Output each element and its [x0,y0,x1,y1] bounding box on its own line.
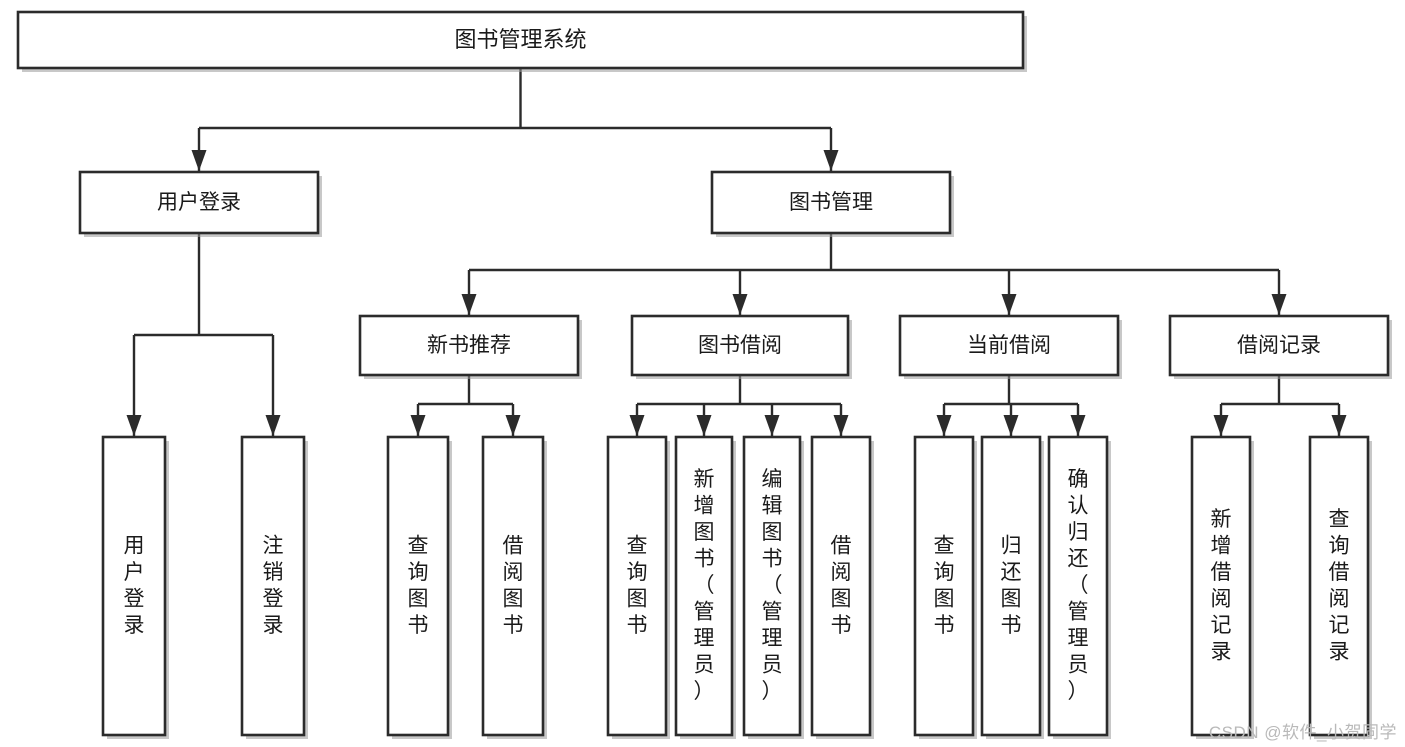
arrowhead-to-new-book-recommend [461,294,477,315]
arrowhead-to-borrow-record [1271,294,1287,315]
node-book-manage[interactable]: 图书管理 [710,170,954,237]
arrowhead-to-user-login [191,150,207,171]
node-leaf-add-borrow-record[interactable]: 新增借阅记录 [1190,435,1254,739]
node-label-user-login: 用户登录 [157,191,241,214]
node-label-leaf-return-book: 归还图书 [1001,534,1022,637]
node-box-book-borrow[interactable] [630,314,850,377]
node-label-leaf-borrow-book-recommend: 借阅图书 [503,534,524,637]
node-box-current-borrow[interactable] [898,314,1120,377]
node-box-borrow-record[interactable] [1168,314,1390,377]
node-box-leaf-query-book-recommend[interactable] [386,435,450,737]
node-leaf-user-logout[interactable]: 注销登录 [240,435,308,739]
node-leaf-add-book[interactable]: 新增图书（管理员） [674,435,736,739]
node-box-leaf-borrow-book-recommend[interactable] [481,435,545,737]
arrowhead-to-leaf-add-borrow-record [1213,415,1229,436]
node-leaf-return-book[interactable]: 归还图书 [980,435,1044,739]
node-label-leaf-confirm-return: 确认归还（管理员） [1068,468,1089,703]
connector-layer [126,68,1347,436]
node-leaf-edit-book[interactable]: 编辑图书（管理员） [742,435,804,739]
node-label-leaf-query-book-current: 查询图书 [934,534,955,637]
arrowhead-to-leaf-user-login [126,415,142,436]
node-leaf-query-book-current[interactable]: 查询图书 [913,435,977,739]
node-leaf-query-book-borrow[interactable]: 查询图书 [606,435,670,739]
node-box-book-manage[interactable] [710,170,952,235]
node-label-borrow-record: 借阅记录 [1237,334,1321,357]
node-label-leaf-user-logout: 注销登录 [263,534,284,637]
node-box-user-login[interactable] [78,170,320,235]
arrowhead-to-leaf-return-book [1003,415,1019,436]
arrowhead-to-leaf-confirm-return [1070,415,1086,436]
node-leaf-query-borrow-record[interactable]: 查询借阅记录 [1308,435,1372,739]
node-label-leaf-borrow-book: 借阅图书 [831,534,852,637]
node-label-new-book-recommend: 新书推荐 [427,334,511,357]
node-box-leaf-query-borrow-record[interactable] [1308,435,1370,737]
arrowhead-to-book-manage [823,150,839,171]
arrowhead-to-book-borrow [732,294,748,315]
node-current-borrow[interactable]: 当前借阅 [898,314,1122,379]
node-box-leaf-query-book-current[interactable] [913,435,975,737]
arrowhead-to-leaf-query-book-recommend [410,415,426,436]
node-label-root: 图书管理系统 [454,27,586,52]
node-label-book-manage: 图书管理 [789,191,873,214]
arrowhead-to-leaf-query-book-borrow [629,415,645,436]
node-box-root[interactable] [16,10,1025,70]
arrowhead-to-leaf-edit-book [764,415,780,436]
node-box-leaf-add-borrow-record[interactable] [1190,435,1252,737]
arrowhead-to-leaf-user-logout [265,415,281,436]
node-box-leaf-add-book[interactable] [674,435,734,737]
node-box-new-book-recommend[interactable] [358,314,580,377]
node-label-leaf-query-book-borrow: 查询图书 [627,534,648,637]
node-root[interactable]: 图书管理系统 [16,10,1027,72]
node-leaf-query-book-recommend[interactable]: 查询图书 [386,435,452,739]
arrowhead-to-leaf-borrow-book-recommend [505,415,521,436]
node-box-leaf-return-book[interactable] [980,435,1042,737]
node-box-leaf-borrow-book[interactable] [810,435,872,737]
node-box-leaf-edit-book[interactable] [742,435,802,737]
node-label-leaf-user-login: 用户登录 [124,534,145,637]
node-label-book-borrow: 图书借阅 [698,334,782,357]
node-leaf-borrow-book-recommend[interactable]: 借阅图书 [481,435,547,739]
arrowhead-to-leaf-add-book [696,415,712,436]
node-borrow-record[interactable]: 借阅记录 [1168,314,1392,379]
node-label-leaf-edit-book: 编辑图书（管理员） [762,468,783,703]
arrowhead-to-leaf-query-book-current [936,415,952,436]
node-new-book-recommend[interactable]: 新书推荐 [358,314,582,379]
node-label-leaf-add-borrow-record: 新增借阅记录 [1211,508,1232,664]
node-leaf-confirm-return[interactable]: 确认归还（管理员） [1047,435,1111,739]
node-box-leaf-user-logout[interactable] [240,435,306,737]
node-leaf-user-login[interactable]: 用户登录 [101,435,169,739]
node-label-leaf-add-book: 新增图书（管理员） [694,468,715,703]
node-label-current-borrow: 当前借阅 [967,334,1051,357]
watermark-text: CSDN @软件_小贺同学 [1208,723,1397,742]
node-label-leaf-query-book-recommend: 查询图书 [408,534,429,637]
node-user-login[interactable]: 用户登录 [78,170,322,237]
arrowhead-to-current-borrow [1001,294,1017,315]
node-layer: 图书管理系统用户登录图书管理新书推荐图书借阅当前借阅借阅记录用户登录注销登录查询… [16,10,1392,739]
node-leaf-borrow-book[interactable]: 借阅图书 [810,435,874,739]
node-book-borrow[interactable]: 图书借阅 [630,314,852,379]
arrowhead-to-leaf-query-borrow-record [1331,415,1347,436]
arrowhead-to-leaf-borrow-book [833,415,849,436]
node-box-leaf-user-login[interactable] [101,435,167,737]
node-label-leaf-query-borrow-record: 查询借阅记录 [1329,508,1350,664]
node-box-leaf-confirm-return[interactable] [1047,435,1109,737]
node-box-leaf-query-book-borrow[interactable] [606,435,668,737]
